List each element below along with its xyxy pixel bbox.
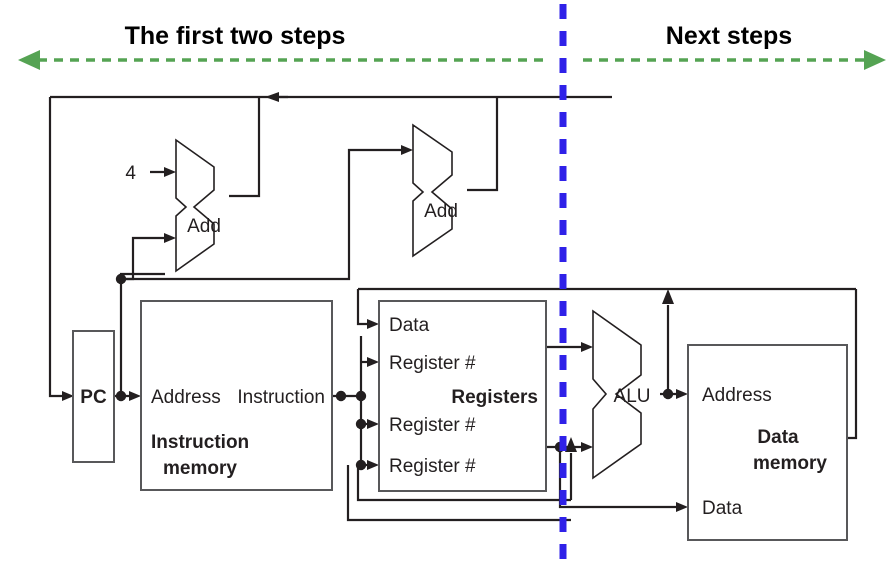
block-data-memory[interactable]: Address Data Data memory bbox=[687, 344, 848, 541]
instruction-memory-port-instruction: Instruction bbox=[237, 387, 325, 408]
constant-four-label: 4 bbox=[125, 163, 136, 184]
arrowhead-alu-upper-in bbox=[581, 342, 593, 352]
alu-shape bbox=[592, 309, 642, 480]
instruction-memory-title-line2: memory bbox=[163, 458, 237, 479]
data-memory-port-address: Address bbox=[702, 385, 772, 406]
registers-port-register-3: Register # bbox=[389, 456, 476, 477]
arrowhead-dmem-data-in bbox=[676, 502, 688, 512]
pc-box bbox=[72, 330, 115, 463]
wire-dmem-out-to-writeback bbox=[847, 289, 858, 440]
instruction-memory-title-line1: Instruction bbox=[151, 432, 249, 453]
registers-title: Registers bbox=[451, 387, 538, 408]
phase-header-left: The first two steps bbox=[125, 22, 346, 50]
data-memory-title-line2: memory bbox=[753, 453, 827, 474]
arrowhead-regs-data-in bbox=[367, 319, 379, 329]
green-span-arrow-right bbox=[583, 50, 886, 70]
wire-pc-to-adder1-lower bbox=[121, 236, 168, 281]
wire-writeback-bottom-lower bbox=[346, 465, 571, 522]
green-span-arrow-left bbox=[18, 50, 547, 70]
arrowhead-top-bus bbox=[265, 92, 279, 102]
arrowhead-reg-port-2 bbox=[367, 357, 379, 367]
arrowhead-reg-port-3 bbox=[367, 419, 379, 429]
pc-label: PC bbox=[80, 387, 107, 408]
adder-1-shape bbox=[175, 138, 215, 273]
wire-adder1-out bbox=[229, 97, 261, 198]
datapath-wire-group bbox=[48, 92, 858, 522]
block-adder-pc-plus-4[interactable]: Add bbox=[175, 138, 221, 273]
registers-port-register-2: Register # bbox=[389, 415, 476, 436]
arrowhead-adder1-upper-in bbox=[164, 167, 176, 177]
phase-label-next-steps: Next steps bbox=[666, 22, 792, 50]
registers-port-register-1: Register # bbox=[389, 353, 476, 374]
data-memory-port-data: Data bbox=[702, 498, 743, 519]
wire-regs-data-in-drop bbox=[356, 289, 371, 326]
data-memory-title-line1: Data bbox=[757, 427, 799, 448]
block-instruction-memory[interactable]: Address Instruction Instruction memory bbox=[140, 300, 333, 491]
registers-box bbox=[378, 300, 547, 492]
block-pc[interactable]: PC bbox=[72, 330, 115, 463]
arrowhead-adder1-lower-in bbox=[164, 233, 176, 243]
arrowhead-alu-out-up bbox=[662, 289, 674, 304]
data-memory-box bbox=[687, 344, 848, 541]
arrowhead-imem-addr bbox=[129, 391, 141, 401]
adder-1-label: Add bbox=[187, 216, 221, 237]
arrowhead-reg-port-4 bbox=[367, 460, 379, 470]
arrowhead-alu-lower-in bbox=[581, 442, 593, 452]
arrowhead-writeback-up bbox=[565, 437, 577, 452]
adder-2-shape bbox=[412, 123, 453, 258]
arrowhead-adder2-upper-in bbox=[401, 145, 413, 155]
junction-dot-instruction-1 bbox=[335, 390, 347, 402]
wire-writeback-bottom-run bbox=[356, 465, 571, 502]
phase-label-first-two-steps: The first two steps bbox=[125, 22, 346, 50]
wire-pc-writeback bbox=[48, 97, 66, 398]
block-alu[interactable]: ALU bbox=[592, 309, 651, 480]
wire-pc-to-adder2-path bbox=[121, 148, 405, 281]
instruction-memory-box bbox=[140, 300, 333, 491]
instruction-memory-port-address: Address bbox=[151, 387, 221, 408]
arrowhead-pc-in bbox=[62, 391, 74, 401]
block-registers[interactable]: Data Register # Register # Register # Re… bbox=[378, 300, 547, 492]
phase-header-right: Next steps bbox=[666, 22, 792, 50]
arrowhead-dmem-addr-in bbox=[676, 389, 688, 399]
alu-label: ALU bbox=[614, 386, 651, 407]
wire-adder2-out bbox=[467, 97, 499, 192]
registers-port-data: Data bbox=[389, 315, 430, 336]
adder-2-label: Add bbox=[424, 201, 458, 222]
block-adder-branch[interactable]: Add bbox=[412, 123, 458, 258]
